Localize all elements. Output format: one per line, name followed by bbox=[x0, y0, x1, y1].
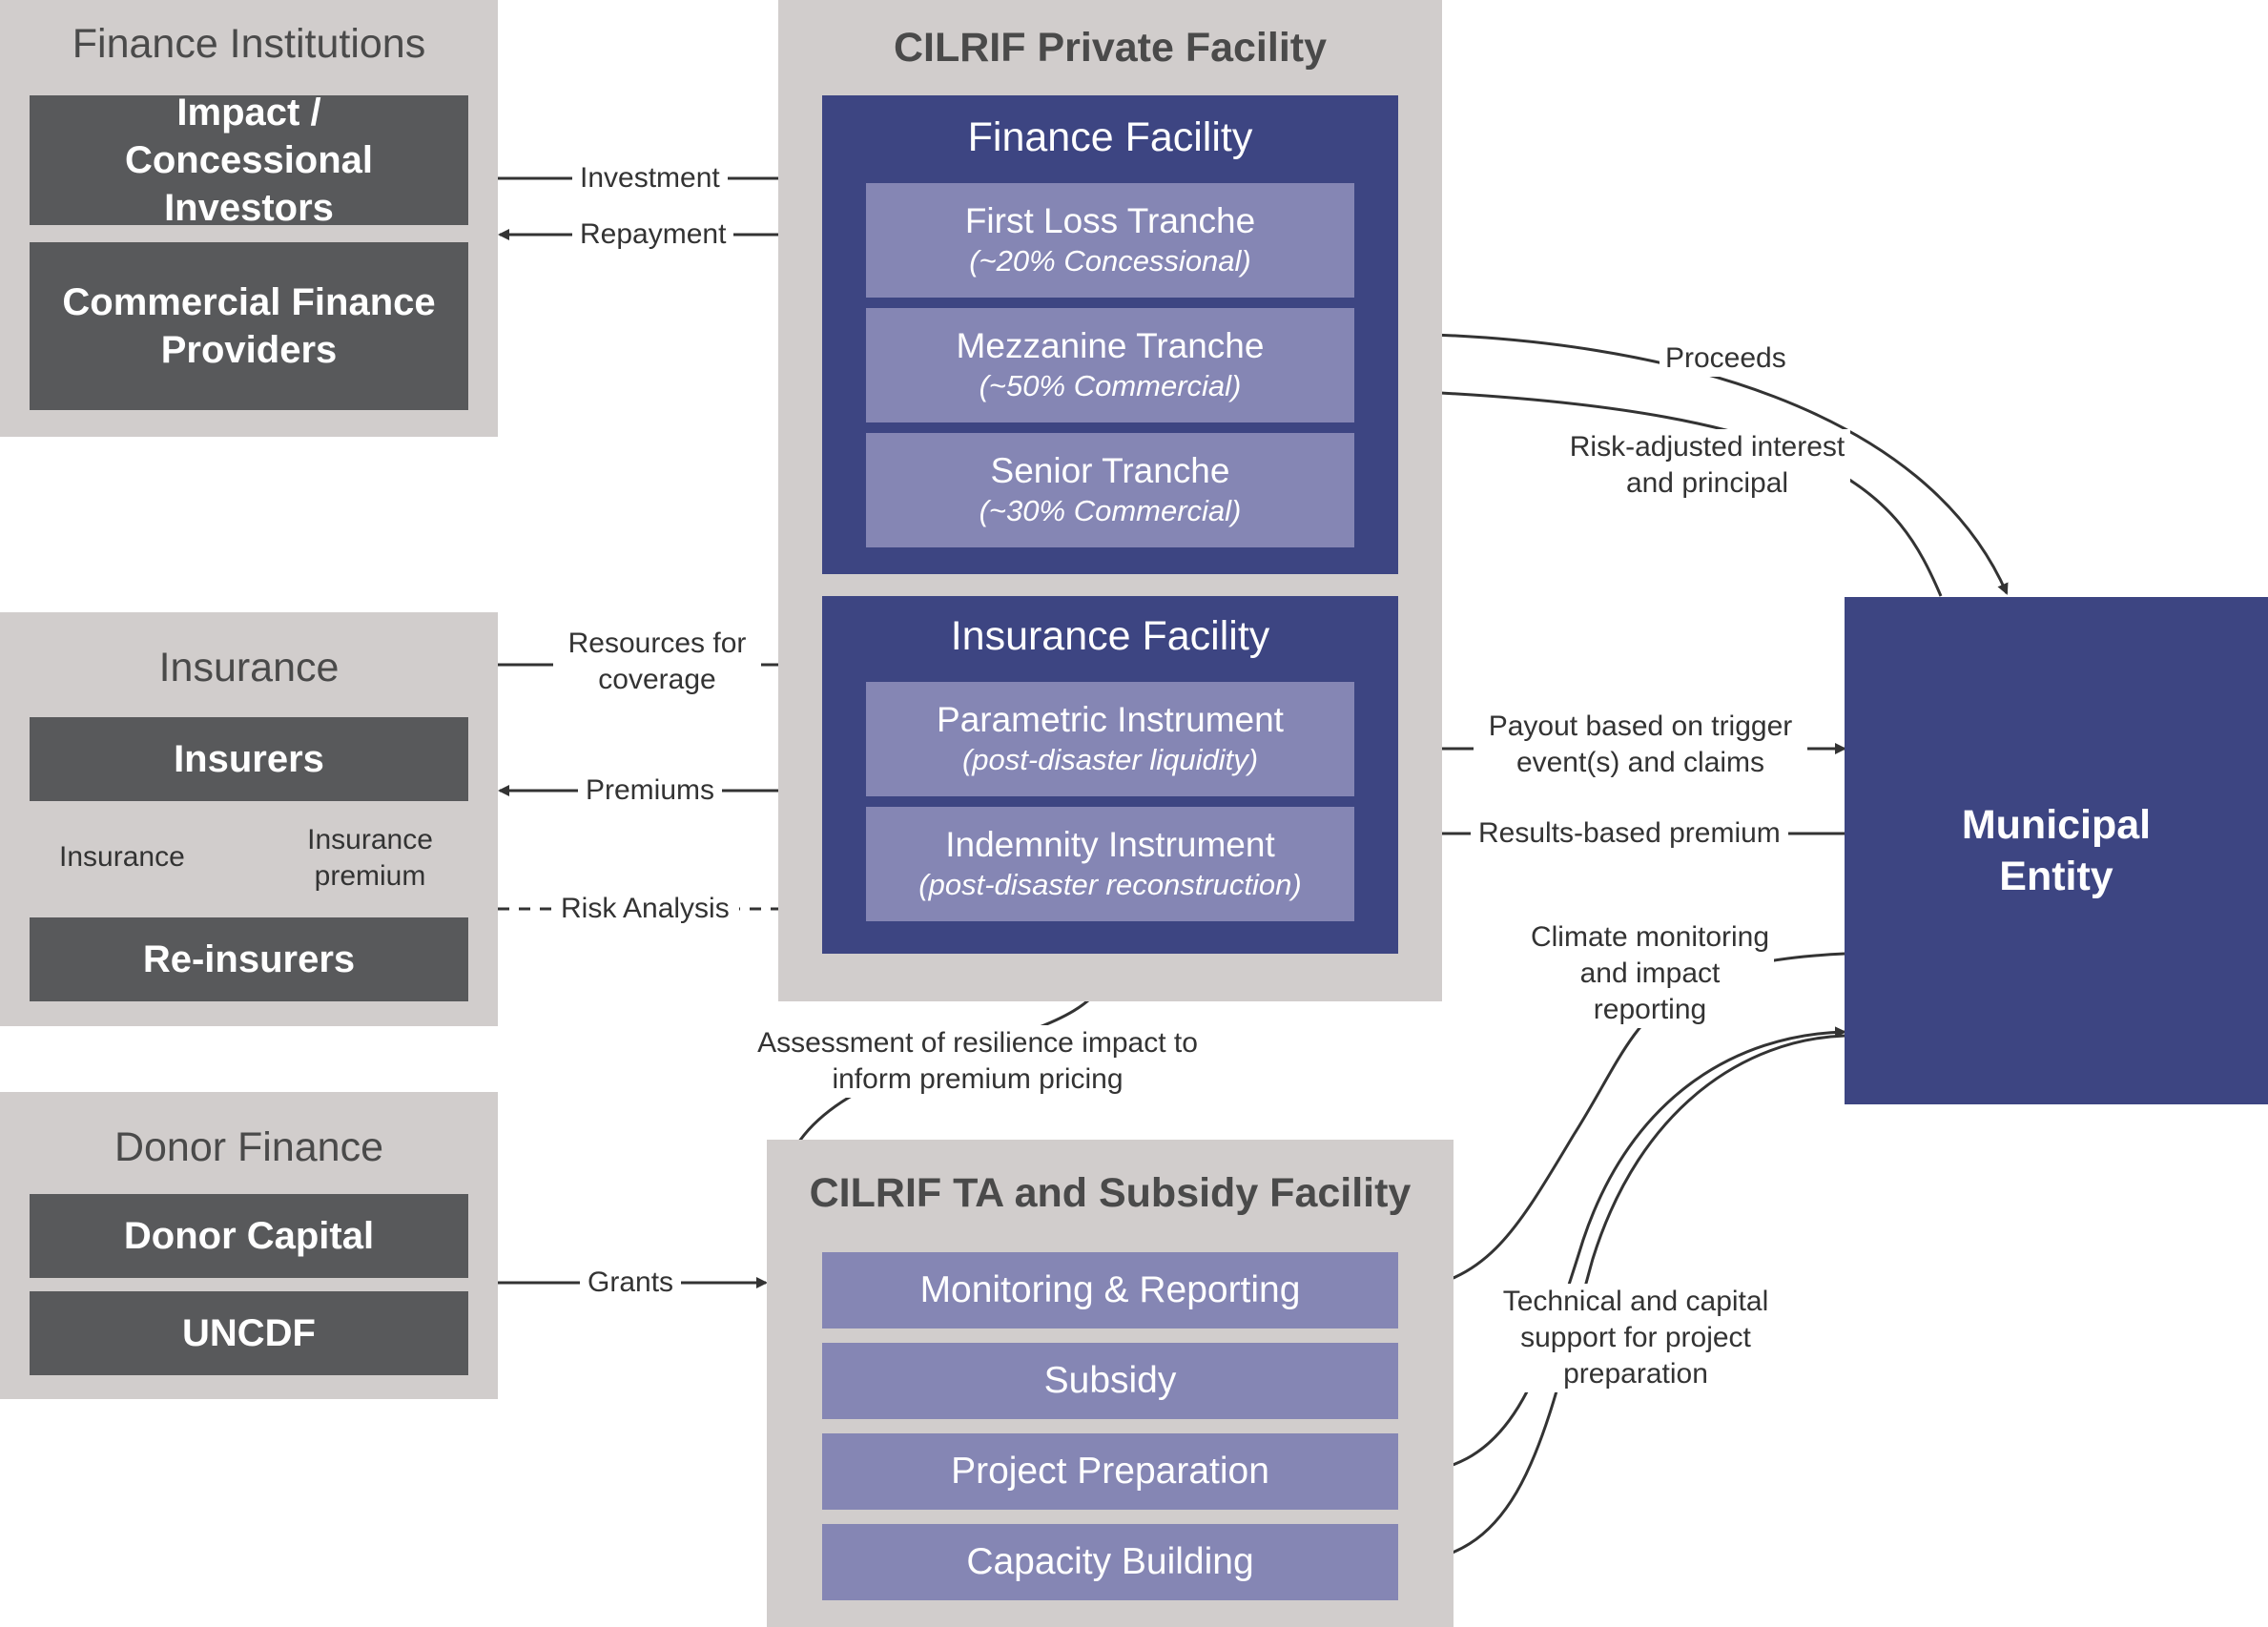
first-loss-tranche: First Loss Tranche (~20% Concessional) bbox=[866, 183, 1354, 298]
impact-investors-box: Impact / Concessional Investors bbox=[30, 92, 468, 229]
donor-capital-label: Donor Capital bbox=[123, 1215, 375, 1257]
finance-facility-box: Finance Facility First Loss Tranche (~20… bbox=[822, 95, 1398, 574]
capacity-building-item: Capacity Building bbox=[822, 1524, 1398, 1600]
private-facility-title: CILRIF Private Facility bbox=[893, 25, 1328, 71]
monitoring-reporting-label: Monitoring & Reporting bbox=[919, 1269, 1301, 1310]
project-prep-arrow bbox=[1399, 1026, 1846, 1475]
resources-coverage-label: Resources for coverage bbox=[553, 626, 761, 698]
municipal-entity-box: Municipal Entity bbox=[1845, 597, 2268, 1104]
commercial-providers-box: Commercial Finance Providers bbox=[30, 242, 468, 410]
mezzanine-name: Mezzanine Tranche bbox=[956, 326, 1265, 365]
finance-facility-title: Finance Facility bbox=[967, 114, 1253, 160]
mezzanine-tranche: Mezzanine Tranche (~50% Commercial) bbox=[866, 308, 1354, 422]
insurance-title: Insurance bbox=[158, 645, 340, 690]
insurers-label: Insurers bbox=[174, 738, 324, 780]
insurance-facility-box: Insurance Facility Parametric Instrument… bbox=[822, 596, 1398, 954]
ta-facility-title: CILRIF TA and Subsidy Facility bbox=[809, 1170, 1412, 1216]
impact-investors-label: Impact / Concessional Investors bbox=[124, 92, 374, 229]
technical-support-label: Technical and capital support for projec… bbox=[1488, 1284, 1783, 1392]
indemnity-instrument: Indemnity Instrument (post-disaster reco… bbox=[866, 807, 1354, 921]
indemnity-name: Indemnity Instrument bbox=[945, 825, 1275, 864]
results-premium-label: Results-based premium bbox=[1471, 815, 1788, 852]
municipal-entity-label: Municipal Entity bbox=[1961, 802, 2152, 899]
assessment-label: Assessment of resilience impact to infor… bbox=[753, 1025, 1202, 1098]
project-preparation-label: Project Preparation bbox=[951, 1451, 1269, 1492]
insurance-panel: Insurance Insurers Re-insurers Insurance… bbox=[0, 612, 498, 1026]
proceeds-label: Proceeds bbox=[1660, 340, 1792, 377]
senior-name: Senior Tranche bbox=[990, 451, 1230, 490]
project-preparation-item: Project Preparation bbox=[822, 1433, 1398, 1510]
commercial-providers-label: Commercial Finance Providers bbox=[62, 281, 436, 371]
reinsurers-box: Re-insurers bbox=[30, 917, 468, 1001]
donor-capital-box: Donor Capital bbox=[30, 1194, 468, 1278]
subsidy-item: Subsidy bbox=[822, 1343, 1398, 1419]
finance-institutions-title: Finance Institutions bbox=[72, 21, 426, 67]
risk-analysis-label: Risk Analysis bbox=[551, 891, 739, 927]
parametric-name: Parametric Instrument bbox=[937, 700, 1284, 739]
reinsurers-label: Re-insurers bbox=[142, 938, 356, 980]
senior-tranche: Senior Tranche (~30% Commercial) bbox=[866, 433, 1354, 547]
donor-finance-panel: Donor Finance Donor Capital UNCDF bbox=[0, 1092, 498, 1399]
grants-label: Grants bbox=[580, 1265, 682, 1301]
parametric-instrument: Parametric Instrument (post-disaster liq… bbox=[866, 682, 1354, 796]
proceeds-arrow bbox=[1399, 332, 2009, 595]
insurance-premium-label: Insurance premium bbox=[307, 824, 433, 892]
risk-adjusted-label: Risk-adjusted interest and principal bbox=[1564, 429, 1850, 502]
senior-detail: (~30% Commercial) bbox=[979, 494, 1242, 527]
parametric-detail: (post-disaster liquidity) bbox=[961, 743, 1259, 776]
premiums-label: Premiums bbox=[578, 772, 723, 809]
investment-label: Investment bbox=[572, 160, 728, 196]
finance-institutions-panel: Finance Institutions Impact / Concession… bbox=[0, 0, 498, 437]
first-loss-name: First Loss Tranche bbox=[964, 201, 1256, 240]
climate-monitoring-label: Climate monitoring and impact reporting bbox=[1526, 919, 1774, 1028]
ta-facility-panel: CILRIF TA and Subsidy Facility Monitorin… bbox=[767, 1140, 1454, 1627]
capacity-building-label: Capacity Building bbox=[966, 1541, 1254, 1582]
mezzanine-detail: (~50% Commercial) bbox=[979, 369, 1242, 402]
monitoring-reporting-item: Monitoring & Reporting bbox=[822, 1252, 1398, 1328]
repayment-label: Repayment bbox=[572, 216, 734, 253]
indemnity-detail: (post-disaster reconstruction) bbox=[918, 868, 1302, 901]
insurers-box: Insurers bbox=[30, 717, 468, 801]
capacity-building-arrow bbox=[1399, 1034, 1845, 1564]
insurance-flow-label: Insurance bbox=[59, 841, 185, 873]
uncdf-label: UNCDF bbox=[182, 1312, 316, 1354]
donor-finance-title: Donor Finance bbox=[113, 1124, 384, 1170]
first-loss-detail: (~20% Concessional) bbox=[969, 244, 1251, 278]
payout-label: Payout based on trigger event(s) and cla… bbox=[1474, 709, 1807, 781]
uncdf-box: UNCDF bbox=[30, 1291, 468, 1375]
private-facility-panel: CILRIF Private Facility Finance Facility… bbox=[778, 0, 1442, 1001]
insurance-facility-title: Insurance Facility bbox=[950, 613, 1270, 659]
subsidy-label: Subsidy bbox=[1043, 1360, 1177, 1401]
